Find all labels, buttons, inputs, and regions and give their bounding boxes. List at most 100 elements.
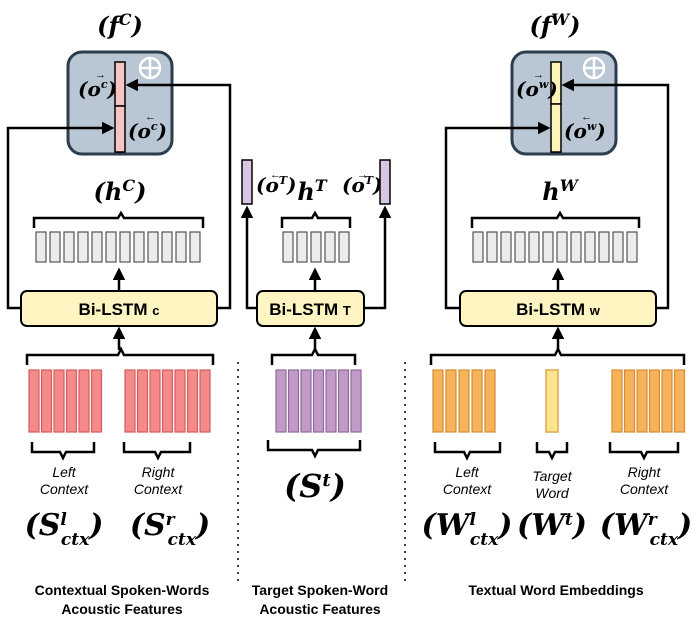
textual-left-context-line2: Context (443, 481, 492, 497)
hidden-state-cell (77, 231, 89, 263)
textual-left-brace (433, 442, 502, 461)
input-vector (53, 369, 65, 433)
arrow-left-mark: ← (145, 111, 156, 123)
input-vector (458, 369, 470, 433)
input-vector (199, 369, 211, 433)
hidden-state-cell (612, 231, 624, 263)
hidden-state-cell (626, 231, 638, 263)
input-vector (661, 369, 673, 433)
hidden-state-cell (35, 231, 47, 263)
right-context-line2: Context (134, 481, 183, 497)
contextual-lstm-label: Bi-LSTM c (79, 300, 160, 319)
target-symbol: (St) (284, 467, 346, 505)
target-hidden-states (282, 231, 350, 263)
target-hidden-label: hT (297, 176, 327, 206)
target-word-brace (535, 442, 569, 461)
input-vector (648, 369, 661, 433)
target-caption-line2: Acoustic Features (259, 601, 381, 617)
input-vector (287, 369, 300, 433)
left-context-line1: Left (52, 464, 76, 480)
textual-right-inputs (611, 369, 686, 433)
input-vector (611, 369, 623, 433)
target-input-bracket (270, 346, 357, 365)
hidden-state-cell (91, 231, 103, 263)
target-left-arrow-mark: ← (270, 169, 281, 181)
fused-top-label: (oc) (78, 77, 117, 101)
hidden-state-cell (133, 231, 145, 263)
contextual-hidden-label: (hC) (94, 176, 147, 206)
hidden-state-cell (472, 231, 484, 263)
textual-left-context-line1: Left (455, 464, 479, 480)
textual-fused-top-label: (ow) (516, 77, 558, 101)
input-vector (432, 369, 444, 433)
hidden-state-cell (310, 231, 322, 263)
concat-icon (582, 56, 606, 80)
contextual-left-brace (30, 442, 96, 461)
fused-vector-bottom (114, 105, 126, 153)
target-left-flow (240, 205, 257, 310)
textual-right-flow (561, 78, 670, 310)
textual-arrow-left-mark: ← (581, 111, 592, 123)
target-left-output-vector (241, 159, 253, 205)
textual-hidden-states (472, 231, 638, 263)
contextual-caption-line1: Contextual Spoken-Words (35, 582, 210, 598)
textual-fused-bottom-label: (ow) (564, 119, 606, 143)
hidden-state-cell (63, 231, 75, 263)
textual-hidden-bracket (470, 210, 641, 228)
target-column: (oT) ← hT (oT) → Bi-LSTM T (St) Target S… (240, 159, 392, 617)
right-context-line1: Right (142, 464, 176, 480)
hidden-state-cell (175, 231, 187, 263)
target-word-symbol: (Wt) (517, 508, 587, 543)
hidden-state-cell (598, 231, 610, 263)
hidden-state-cell (296, 231, 308, 263)
textual-right-context-line1: Right (628, 464, 662, 480)
hidden-state-cell (147, 231, 159, 263)
hidden-state-cell (514, 231, 526, 263)
textual-left-flow (444, 121, 551, 310)
target-right-flow (364, 205, 392, 310)
textual-input-bracket (429, 346, 686, 365)
hidden-state-cell (49, 231, 61, 263)
contextual-right-inputs (124, 369, 211, 433)
textual-arrow-right-mark: → (533, 69, 544, 81)
contextual-left-flow (6, 121, 115, 310)
contextual-hidden-states (35, 231, 201, 263)
input-vector (325, 369, 337, 433)
fused-bottom-label: (oc) (128, 119, 167, 143)
arrow-right-mark: → (95, 69, 106, 81)
input-vector (90, 369, 103, 433)
hidden-state-cell (324, 231, 336, 263)
textual-right-context-line2: Context (620, 481, 669, 497)
contextual-hidden-bracket (32, 210, 205, 228)
contextual-column: (fC) (oc) (oc) → ← (hC) Bi-LSTM c (6, 10, 232, 617)
concat-icon (138, 56, 162, 80)
textual-hidden-label: hW (542, 176, 579, 206)
hidden-state-cell (542, 231, 554, 263)
hidden-state-cell (584, 231, 596, 263)
target-right-output-vector (379, 159, 391, 205)
hidden-state-cell (161, 231, 173, 263)
hidden-state-cell (338, 231, 350, 263)
target-inputs (275, 369, 362, 433)
target-lstm-label: Bi-LSTM T (269, 300, 351, 319)
target-word-vector (545, 369, 559, 433)
input-vector (40, 369, 53, 433)
target-word-line1: Target (532, 468, 572, 484)
contextual-input-bracket (25, 346, 215, 365)
left-context-line2: Context (40, 481, 89, 497)
hidden-state-cell (105, 231, 117, 263)
hidden-state-cell (528, 231, 540, 263)
target-caption-line1: Target Spoken-Word (252, 582, 388, 598)
hidden-state-cell (500, 231, 512, 263)
input-vector (673, 369, 686, 433)
contextual-right-flow (125, 78, 232, 310)
target-right-arrow-mark: → (357, 169, 368, 181)
contextual-caption-line2: Acoustic Features (61, 601, 183, 617)
input-vector (445, 369, 457, 433)
textual-fusion-label: (fW) (529, 10, 580, 40)
target-word-line2: Word (535, 485, 570, 501)
